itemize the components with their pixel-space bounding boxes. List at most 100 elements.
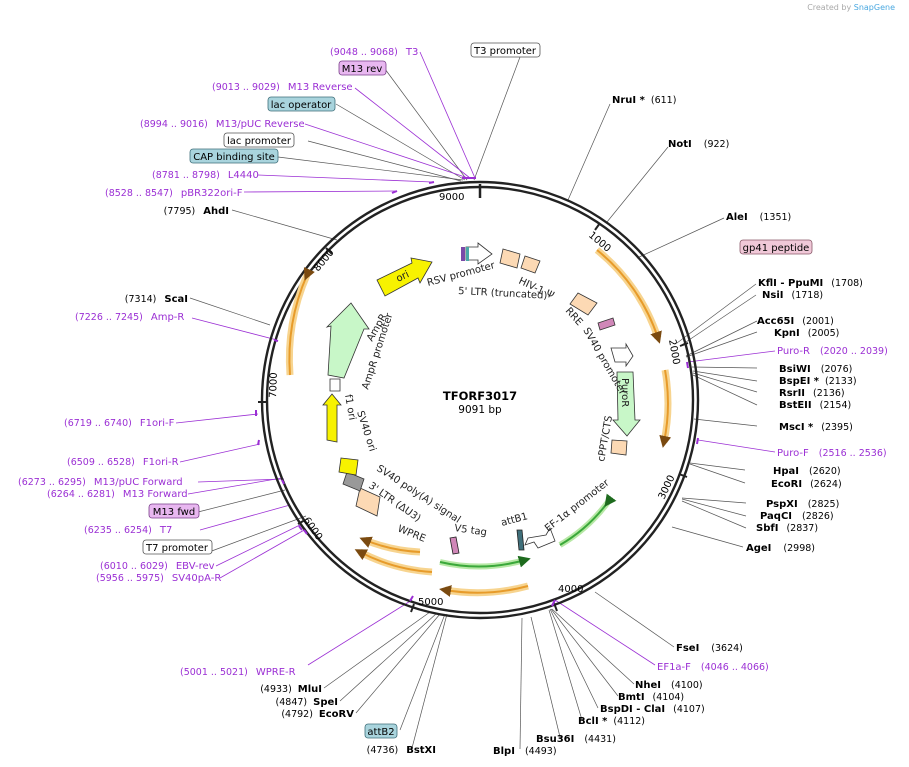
gp41-box bbox=[597, 317, 616, 331]
leader-lines bbox=[189, 56, 758, 750]
svg-text:Puro-F(2516 .. 2536): Puro-F(2516 .. 2536) bbox=[777, 448, 887, 459]
label-rsv-promoter: RSV promoter bbox=[426, 260, 497, 289]
enzyme-bsiwi-pos: (2076) bbox=[821, 364, 853, 375]
enzyme-paqci-pos: (2826) bbox=[802, 511, 834, 522]
primer-ef1a-f-pos: (4046 .. 4066) bbox=[701, 662, 769, 673]
enzyme-fsei-pos: (3624) bbox=[711, 643, 743, 654]
snapgene-credit: Created by SnapGene bbox=[807, 3, 895, 12]
enzyme-bsteii: BstEII bbox=[779, 400, 812, 411]
tick-label-4000: 4000 bbox=[558, 584, 583, 595]
enzyme-ahdi: AhdI bbox=[203, 206, 229, 217]
label-ori: ori bbox=[395, 269, 411, 284]
label-5-ltr: 5' LTR (truncated) bbox=[458, 286, 548, 302]
primer-ef1a-f: EF1a-F bbox=[657, 662, 691, 673]
svg-text:Acc65I(2001): Acc65I(2001) bbox=[757, 316, 834, 327]
enzyme-bcli-pos: (4112) bbox=[613, 716, 645, 727]
box-t7-promoter-label: T7 promoter bbox=[145, 543, 209, 554]
primer-labels: (9048 .. 9068)T3 (9013 .. 9029)M13 Rever… bbox=[18, 47, 888, 678]
box-m13-fwd: M13 fwd bbox=[148, 503, 200, 519]
svg-text:EF1a-F(4046 .. 4066): EF1a-F (4046 .. 4066) bbox=[657, 662, 769, 673]
svg-text:(4792)EcoRV: (4792) EcoRV bbox=[281, 709, 354, 720]
enzyme-fsei: FseI bbox=[676, 643, 699, 654]
enzyme-ahdi-pos: (7795) bbox=[164, 206, 196, 217]
box-m13-rev-label: M13 rev bbox=[342, 64, 383, 75]
label-attb1: attB1 bbox=[500, 511, 529, 529]
svg-text:SbfI(2837): SbfI (2837) bbox=[756, 523, 818, 534]
primer-ebv-rev: EBV-rev bbox=[176, 561, 215, 572]
svg-text:(4736)BstXI: (4736)BstXI bbox=[367, 745, 436, 756]
enzyme-alei-pos: (1351) bbox=[760, 212, 792, 223]
svg-text:KpnI(2005): KpnI(2005) bbox=[774, 328, 839, 339]
svg-text:(5001 .. 5021)WPRE-R: (5001 .. 5021)WPRE-R bbox=[180, 667, 296, 678]
scale-ticks bbox=[258, 188, 689, 613]
svg-text:AgeI(2998): AgeI (2998) bbox=[746, 543, 815, 554]
primer-pbr322: pBR322ori-F bbox=[181, 188, 243, 199]
svg-text:BsiWI(2076): BsiWI (2076) bbox=[779, 364, 852, 375]
enzyme-sbfi: SbfI bbox=[756, 523, 778, 534]
svg-text:PaqCI(2826): PaqCI (2826) bbox=[760, 511, 834, 522]
svg-text:(6235 .. 6254)T7: (6235 .. 6254)T7 bbox=[84, 525, 172, 536]
tick-label-2000: 2000 bbox=[666, 339, 681, 366]
primer-f1ori-r: F1ori-R bbox=[143, 457, 179, 468]
ltr-3-box bbox=[355, 487, 381, 517]
svg-text:BspDI - ClaI(4107): BspDI - ClaI(4107) bbox=[600, 704, 705, 715]
enzyme-agei-pos: (2998) bbox=[783, 543, 815, 554]
primer-ebv-rev-pos: (6010 .. 6029) bbox=[100, 561, 168, 572]
primer-t3: T3 bbox=[405, 47, 418, 58]
label-f1-ori: f1 ori bbox=[342, 394, 357, 422]
enzyme-hpai: HpaI bbox=[773, 466, 799, 477]
enzyme-bmti-pos: (4104) bbox=[653, 692, 685, 703]
enzyme-sbfi-pos: (2837) bbox=[786, 523, 818, 534]
enzyme-bspei-pos: (2133) bbox=[825, 376, 857, 387]
enzyme-bsiwi: BsiWI bbox=[779, 364, 811, 375]
svg-text:(7314)ScaI: (7314)ScaI bbox=[125, 294, 188, 305]
enzyme-hpai-pos: (2620) bbox=[809, 466, 841, 477]
primer-wpre-r: WPRE-R bbox=[256, 667, 296, 678]
enzyme-nrui: NruI * bbox=[612, 95, 646, 106]
tick-label-8000: 8000 bbox=[312, 247, 337, 274]
svg-text:Puro-R(2020 .. 2039): Puro-R(2020 .. 2039) bbox=[777, 346, 888, 357]
enzyme-kpni-pos: (2005) bbox=[808, 328, 840, 339]
primer-puro-f: Puro-F bbox=[777, 448, 809, 459]
enzyme-spei: SpeI bbox=[313, 697, 338, 708]
box-gp41-peptide-label: gp41 peptide bbox=[743, 243, 810, 254]
box-t3-promoter-label: T3 promoter bbox=[473, 46, 537, 57]
box-attb2: attB2 bbox=[364, 723, 398, 739]
plasmid-name: TFORF3017 bbox=[443, 389, 517, 403]
enzyme-ecorv: EcoRV bbox=[319, 709, 354, 720]
primer-f1ori-f-pos: (6719 .. 6740) bbox=[64, 418, 132, 429]
enzyme-pspxi-pos: (2825) bbox=[808, 499, 840, 510]
primer-leader-lines bbox=[175, 51, 776, 666]
svg-text:BstEII(2154): BstEII(2154) bbox=[779, 400, 851, 411]
svg-text:(6719 .. 6740)F1ori-F: (6719 .. 6740)F1ori-F bbox=[64, 418, 175, 429]
enzyme-alei: AleI bbox=[726, 212, 748, 223]
enzyme-acc65i-pos: (2001) bbox=[802, 316, 834, 327]
enzyme-bcli: BclI * bbox=[578, 716, 608, 727]
box-gp41-peptide: gp41 peptide bbox=[739, 239, 813, 255]
enzyme-msci-pos: (2395) bbox=[821, 422, 853, 433]
box-t3-promoter: T3 promoter bbox=[470, 42, 541, 58]
enzyme-mlui: MluI bbox=[298, 684, 322, 695]
enzyme-ecorv-pos: (4792) bbox=[281, 709, 313, 720]
boxed-feature-labels: T3 promoter M13 rev lac operator lac pro… bbox=[142, 42, 813, 739]
svg-text:BclI *(4112): BclI * (4112) bbox=[578, 716, 645, 727]
promoter-arcs bbox=[439, 493, 617, 570]
hiv-psi-box bbox=[520, 255, 541, 274]
tick-label-7000: 7000 bbox=[268, 372, 280, 398]
small-feature-2 bbox=[466, 247, 469, 261]
svg-text:(6509 .. 6528)F1ori-R: (6509 .. 6528) F1ori-R bbox=[67, 457, 179, 468]
enzyme-noti: NotI bbox=[668, 139, 692, 150]
credit-text: Created by bbox=[807, 3, 852, 12]
label-v5-tag: V5 tag bbox=[454, 523, 488, 538]
box-t7-promoter: T7 promoter bbox=[142, 539, 213, 555]
enzyme-agei: AgeI bbox=[746, 543, 771, 554]
enzyme-nsii-pos: (1718) bbox=[791, 290, 823, 301]
ampr-promoter-arrow bbox=[329, 378, 341, 392]
svg-text:(6010 .. 6029)EBV-rev: (6010 .. 6029) EBV-rev bbox=[100, 561, 215, 572]
enzyme-kfli-pos: (1708) bbox=[831, 278, 863, 289]
primer-m13-puc-reverse-pos: (8994 .. 9016) bbox=[140, 119, 208, 130]
enzyme-paqci: PaqCI bbox=[760, 511, 792, 522]
primer-f1ori-r-pos: (6509 .. 6528) bbox=[67, 457, 135, 468]
primer-markers bbox=[255, 177, 699, 607]
svg-text:BmtI(4104): BmtI(4104) bbox=[618, 692, 684, 703]
